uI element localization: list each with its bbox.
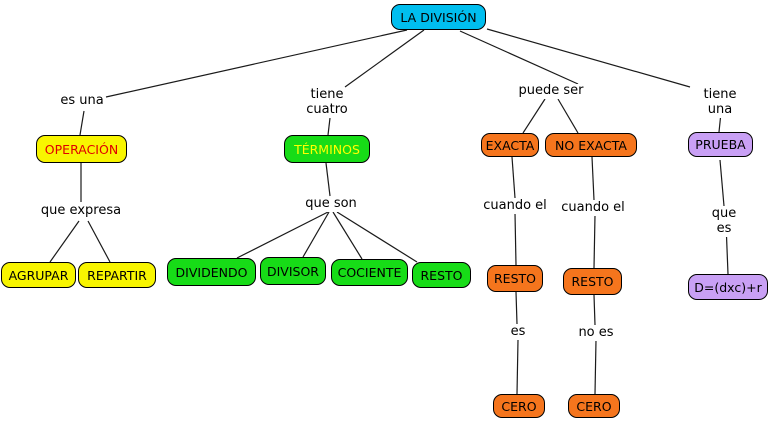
- link-label-cuando-el-2: cuando el: [559, 200, 627, 216]
- edge-queson-cociente: [332, 211, 363, 260]
- edge-exacta-cuandoel: [511, 156, 516, 199]
- node-operacion: OPERACIÓN: [36, 135, 127, 163]
- edge-cuandoel-resto1: [514, 212, 517, 266]
- edge-queson-dividendo: [236, 211, 329, 259]
- node-cero-exacta: CERO: [493, 394, 545, 418]
- node-repartir: REPARTIR: [78, 262, 156, 288]
- link-label-tiene-cuatro: tiene cuatro: [304, 87, 350, 118]
- edge-prueba-quees: [719, 159, 725, 207]
- node-cero-no-exacta: CERO: [568, 394, 620, 418]
- edge-esuna-operacion: [79, 110, 85, 136]
- link-label-no-es: no es: [576, 325, 616, 341]
- node-exacta: EXACTA: [481, 133, 539, 157]
- edge-queson-resto: [336, 211, 418, 263]
- link-label-que-expresa: que expresa: [38, 203, 124, 219]
- edge-resto1-es: [515, 291, 518, 325]
- node-resto-no-exacta: RESTO: [563, 268, 622, 295]
- node-formula: D=(dxc)+r: [688, 274, 768, 300]
- node-agrupar: AGRUPAR: [1, 262, 76, 288]
- link-label-que-es: que es: [700, 206, 748, 237]
- node-prueba: PRUEBA: [688, 132, 753, 157]
- edge-noes-cero2: [594, 339, 597, 395]
- node-resto-exacta: RESTO: [487, 265, 543, 292]
- edge-root-tienecuatro: [344, 29, 425, 88]
- node-terminos: TÉRMINOS: [284, 135, 370, 163]
- edge-queexpresa-repartir: [87, 220, 111, 263]
- edge-puedeser-noexacta: [557, 98, 579, 134]
- edge-resto2-noes: [593, 294, 596, 326]
- edge-root-tieneuna: [486, 28, 691, 88]
- node-resto-termino: RESTO: [412, 262, 471, 288]
- edge-tienecuatro-terminos: [327, 117, 331, 136]
- link-label-es: es: [508, 324, 528, 340]
- edge-queexpresa-agrupar: [49, 220, 80, 263]
- link-label-que-son: que son: [303, 196, 359, 212]
- link-label-puede-ser: puede ser: [516, 83, 586, 99]
- edge-noexacta-cuandoel: [591, 156, 595, 201]
- link-label-cuando-el-1: cuando el: [481, 198, 549, 214]
- link-label-tiene-una: tiene una: [694, 87, 746, 118]
- node-divisor: DIVISOR: [260, 257, 326, 285]
- edge-root-esuna: [105, 29, 408, 98]
- edge-terminos-queson: [325, 162, 331, 197]
- edge-queson-divisor: [302, 211, 330, 258]
- edge-cuandoel-resto2: [593, 214, 596, 269]
- link-label-es-una: es una: [58, 93, 106, 109]
- node-no-exacta: NO EXACTA: [545, 133, 637, 157]
- edge-es-cero1: [516, 339, 519, 395]
- node-cociente: COCIENTE: [331, 259, 408, 286]
- node-dividendo: DIVIDENDO: [167, 258, 256, 286]
- node-la-division: LA DIVISIÓN: [391, 4, 486, 30]
- edge-root-puedeser: [459, 30, 579, 85]
- edge-puedeser-exacta: [522, 98, 546, 134]
